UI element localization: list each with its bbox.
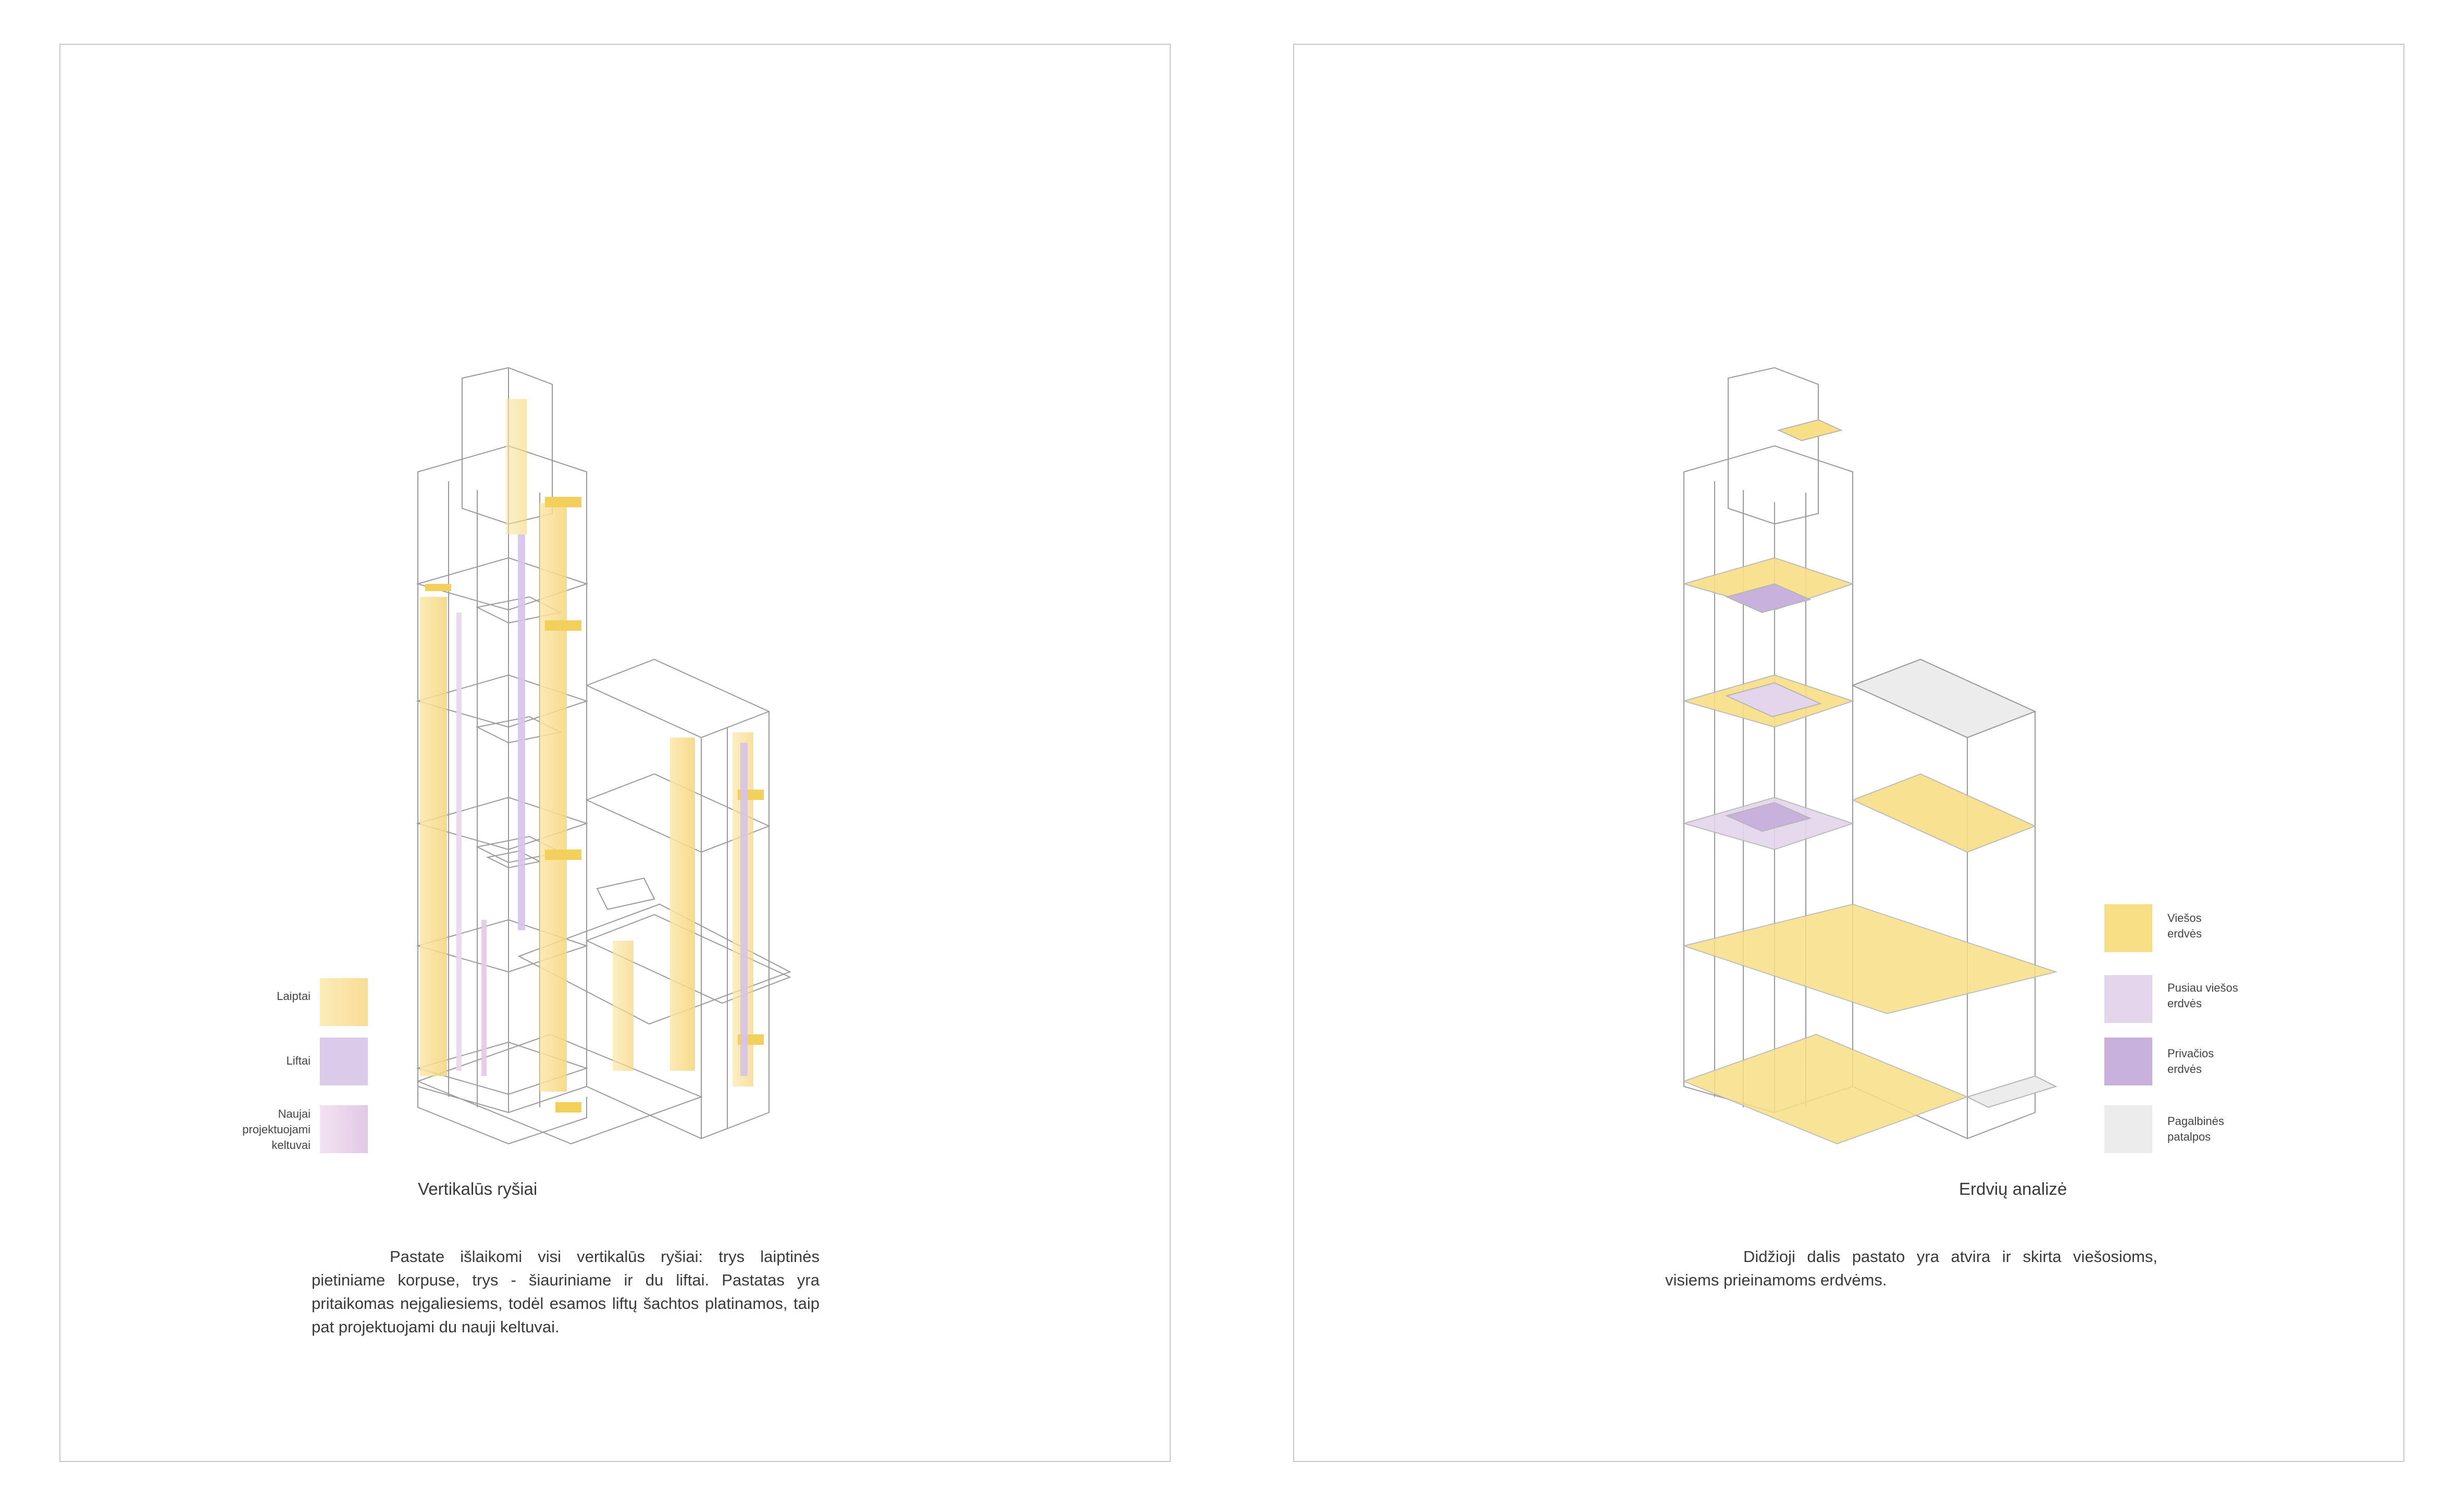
panel-space-analysis: Viešos erdvės Pusiau viešos erdvės Priva… bbox=[1293, 44, 2404, 1462]
legend-label-private: Privačios erdvės bbox=[2167, 1047, 2214, 1076]
legend-label-auxiliary: Pagalbinės patalpos bbox=[2167, 1115, 2224, 1143]
description-paragraph: Pastate išlaikomi visi vertikalūs ryšiai… bbox=[312, 1247, 820, 1336]
utility-block-top bbox=[1851, 658, 2037, 739]
axonometric-drawing-vertical bbox=[320, 367, 791, 1153]
building-right-outline bbox=[1683, 367, 2036, 1140]
legend-label-new-lifts: Naujai projektuojami keltuvai bbox=[242, 1107, 311, 1152]
floor-plates bbox=[1682, 419, 2058, 1145]
panel-vertical-connections: Laiptai Liftai Naujai projektuojami kelt… bbox=[59, 44, 1171, 1462]
stairs-shafts bbox=[420, 399, 764, 1113]
axonometric-drawing-spaces bbox=[1682, 367, 2152, 1153]
legend-label-semi-public: Pusiau viešos erdvės bbox=[2167, 981, 2238, 1010]
building-left-tower bbox=[416, 367, 791, 1145]
legend-swatches-right bbox=[2104, 904, 2152, 1153]
legend-label-lifts: Liftai bbox=[286, 1054, 311, 1067]
description-paragraph: Didžioji dalis pastato yra atvira ir ski… bbox=[1665, 1247, 2157, 1289]
diagram-caption: Erdvių analizė bbox=[1959, 1179, 2067, 1198]
legend-swatches-left bbox=[320, 978, 368, 1153]
diagram-caption: Vertikalūs ryšiai bbox=[418, 1179, 538, 1198]
lift-shafts bbox=[456, 534, 748, 1076]
legend-label-public: Viešos erdvės bbox=[2167, 911, 2202, 940]
legend-label-stairs: Laiptai bbox=[277, 990, 311, 1003]
